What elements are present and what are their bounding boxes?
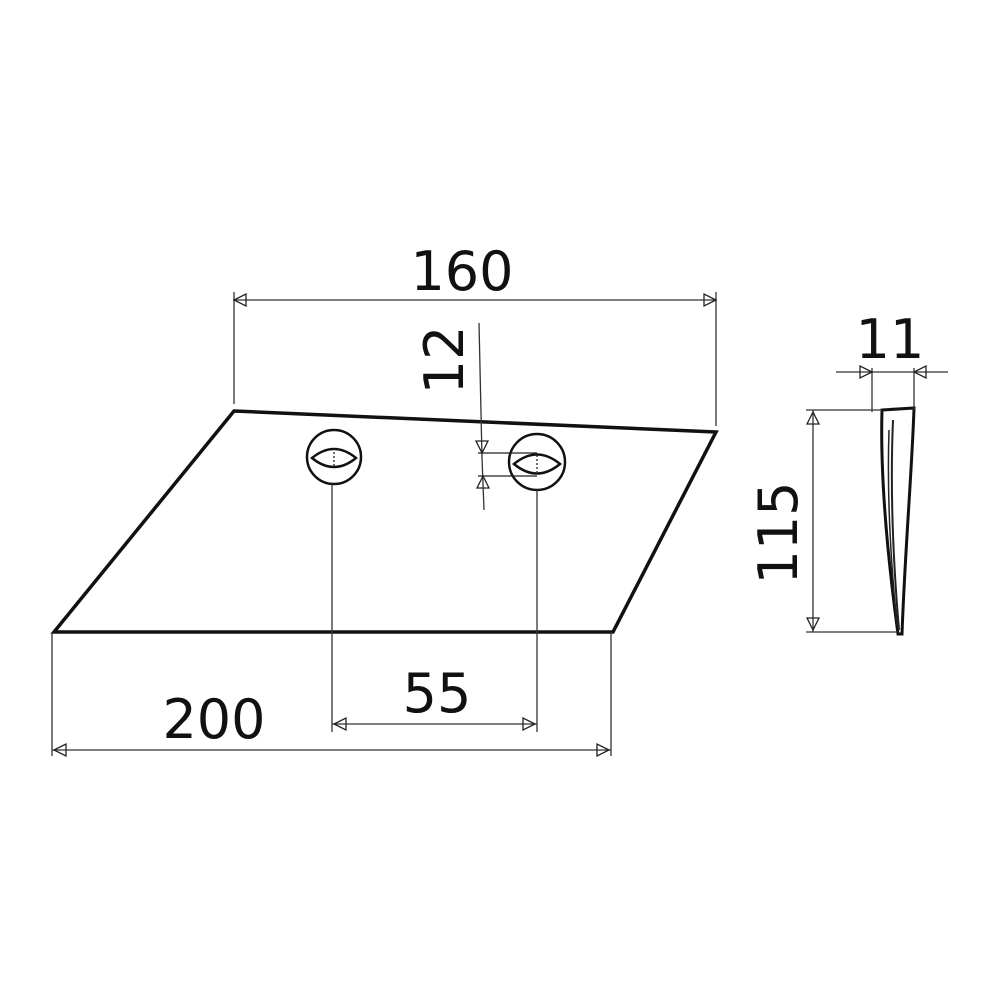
dimension-label-top-width: 160 (410, 240, 513, 303)
bolt-hole-left (305, 428, 363, 486)
side-profile-outline (880, 406, 916, 636)
dimension-hole-offset: 12 (413, 322, 537, 511)
dimension-top-width: 160 (232, 240, 718, 426)
dimension-label-hole-spacing: 55 (403, 662, 472, 725)
dimension-label-bottom-width: 200 (162, 688, 265, 751)
dimension-thickness: 11 (836, 308, 948, 412)
dimension-height: 115 (747, 409, 898, 633)
dimension-bottom-width: 200 (51, 632, 612, 758)
dimension-hole-spacing: 55 (331, 484, 538, 732)
dimension-label-thickness: 11 (856, 308, 925, 371)
plate-outline (50, 409, 719, 634)
plate-side-view (880, 406, 916, 636)
bolt-hole-right (507, 432, 567, 492)
plate-front-view (50, 409, 719, 634)
dimension-label-height: 115 (747, 481, 810, 584)
dimension-label-hole-offset: 12 (413, 326, 476, 395)
